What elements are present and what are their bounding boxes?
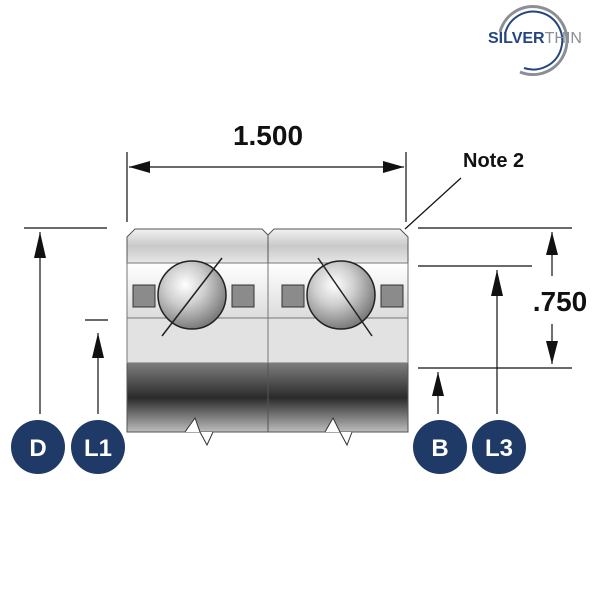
badge-l1-label: L1 [84, 435, 112, 462]
badge-b-label: B [431, 435, 448, 462]
height-dimension: .750 [418, 227, 588, 369]
ball-left [157, 260, 227, 330]
note-2-callout: Note 2 [404, 150, 524, 230]
badge-l3: L3 [472, 420, 526, 474]
logo-text-thin: THIN [545, 30, 582, 47]
width-dimension-label: 1.500 [233, 120, 303, 151]
badge-d-label: D [29, 435, 46, 462]
badge-d: D [11, 420, 65, 474]
logo-text-silver: SILVER [488, 30, 545, 47]
bearing-right [267, 228, 409, 447]
ball-right [306, 260, 376, 330]
svg-text:SILVERTHIN: SILVERTHIN [488, 30, 582, 47]
logo-swoosh-arc-inner [504, 10, 564, 71]
logo-swoosh-arc [498, 5, 569, 77]
badge-l1: L1 [71, 420, 125, 474]
badge-l3-label: L3 [485, 435, 513, 462]
height-dimension-label: .750 [533, 286, 588, 317]
badge-b: B [413, 420, 467, 474]
width-dimension: 1.500 [126, 120, 407, 222]
reference-lines [24, 227, 532, 414]
silverthin-logo: SILVERTHIN [488, 5, 582, 77]
note-2-label: Note 2 [463, 150, 524, 172]
bearing-left [126, 228, 269, 447]
